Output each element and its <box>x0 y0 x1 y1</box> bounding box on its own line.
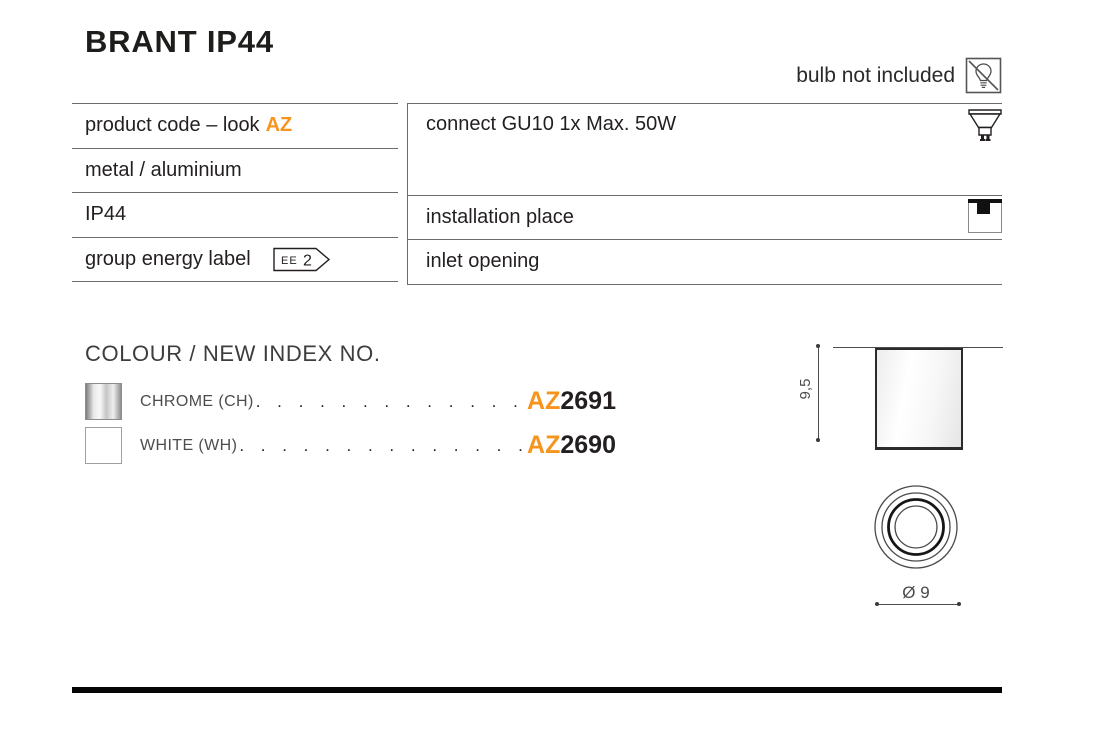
spec-row-ip-rating: IP44 <box>72 193 398 238</box>
white-swatch <box>85 427 122 464</box>
code-prefix: AZ <box>527 387 561 415</box>
leader-dots: . . . . . . . . . . . . . . <box>255 391 524 411</box>
dimension-dot <box>816 438 820 442</box>
ceiling-mount-icon <box>968 198 1002 233</box>
product-code-chrome: AZ2691 <box>527 387 616 416</box>
energy-label-badge: EE 2 <box>272 247 330 271</box>
mounted-fixture-square <box>977 202 990 214</box>
spec-row-material: metal / aluminium <box>72 149 398 193</box>
svg-text:EE 2: EE 2 <box>281 247 312 270</box>
colour-option-label: WHITE (WH) <box>140 436 238 454</box>
height-dimension-line <box>818 346 819 442</box>
product-code-accent: AZ <box>265 114 293 137</box>
fixture-side-view <box>875 348 963 450</box>
code-prefix: AZ <box>527 431 561 459</box>
spec-label: product code – look <box>85 114 260 137</box>
spec-label: connect GU10 1x Max. 50W <box>426 113 677 135</box>
product-code-white: AZ2690 <box>527 431 616 460</box>
spec-label: IP44 <box>85 203 127 226</box>
bulb-not-included-icon <box>965 57 1002 94</box>
spec-row-connect: connect GU10 1x Max. 50W <box>408 104 1002 196</box>
spec-row-inlet-opening: inlet opening <box>408 240 1002 285</box>
bulb-note: bulb not included <box>640 57 1002 94</box>
colour-section-heading: COLOUR / NEW INDEX NO. <box>85 341 381 366</box>
chrome-swatch <box>85 383 122 420</box>
diameter-dimension-label: Ø 9 <box>902 583 930 602</box>
spec-row-product-code: product code – look AZ <box>72 104 398 149</box>
spec-label: metal / aluminium <box>85 158 242 181</box>
colour-option-label: CHROME (CH) <box>140 392 254 410</box>
spec-label: group energy label <box>85 247 251 270</box>
page-title: BRANT IP44 <box>85 24 274 59</box>
dimension-dot <box>875 602 879 606</box>
height-dimension-label: 9,5 <box>797 378 814 400</box>
diameter-dimension-line <box>878 604 960 605</box>
dimension-dot <box>957 602 961 606</box>
colour-option-chrome: CHROME (CH) . . . . . . . . . . . . . . … <box>85 383 616 420</box>
dimension-dot <box>816 344 820 348</box>
spec-table-left: product code – look AZ metal / aluminium… <box>72 103 398 282</box>
code-number: 2691 <box>560 387 616 415</box>
spec-table-right: connect GU10 1x Max. 50W installation pl… <box>407 103 1002 285</box>
spec-row-energy-label: group energy label EE 2 <box>72 238 398 282</box>
fixture-top-view <box>874 485 958 569</box>
code-number: 2690 <box>560 431 616 459</box>
gu10-bulb-icon <box>968 109 1002 141</box>
bottom-rule <box>72 687 1002 693</box>
bulb-note-label: bulb not included <box>796 63 955 87</box>
ceiling-bar <box>968 198 1002 203</box>
leader-dots: . . . . . . . . . . . . . . . <box>239 435 524 455</box>
spec-row-installation-place: installation place <box>408 196 1002 240</box>
ceiling-line <box>833 347 1003 348</box>
spec-label: installation place <box>426 205 574 228</box>
colour-option-white: WHITE (WH) . . . . . . . . . . . . . . .… <box>85 427 616 464</box>
spec-label: inlet opening <box>426 250 540 273</box>
